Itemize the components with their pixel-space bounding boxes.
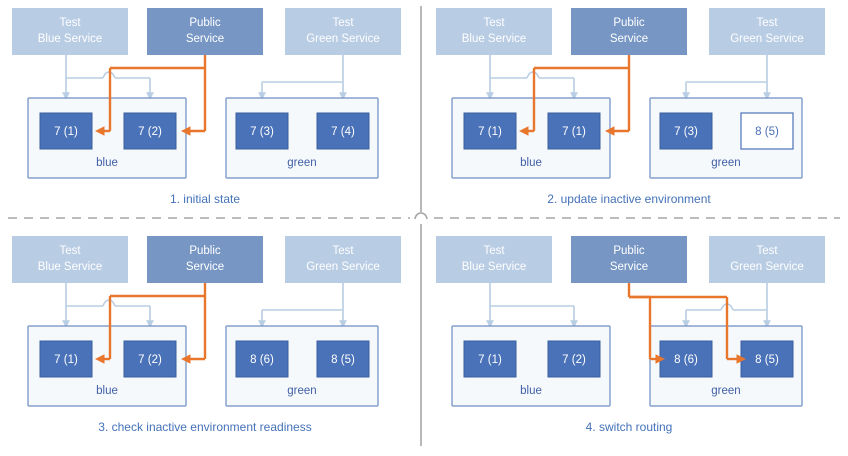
service-box-public bbox=[147, 236, 263, 283]
node-box bbox=[463, 340, 517, 378]
node-label: 8 (5) bbox=[755, 126, 779, 138]
node-box bbox=[39, 112, 93, 150]
service-label-line1: Test bbox=[483, 17, 505, 29]
panel-1: 7 (1) 7 (2) 7 (3) 7 (4) blue green Test … bbox=[12, 8, 401, 206]
node-box bbox=[316, 340, 370, 378]
node-label: 8 (6) bbox=[250, 354, 274, 366]
panel-caption: 4. switch routing bbox=[586, 420, 673, 434]
node-box bbox=[316, 112, 370, 150]
service-label-line1: Test bbox=[59, 17, 81, 29]
env-label-blue: blue bbox=[520, 157, 542, 169]
service-label-line2: Green Service bbox=[306, 261, 380, 273]
service-label-line1: Public bbox=[613, 245, 645, 257]
env-label-green: green bbox=[287, 157, 316, 169]
node-label: 7 (3) bbox=[250, 126, 274, 138]
service-box-public bbox=[571, 8, 687, 55]
service-label-line1: Test bbox=[332, 245, 354, 257]
service-label-line2: Blue Service bbox=[462, 261, 527, 273]
service-label-line2: Service bbox=[186, 261, 224, 273]
service-label-line2: Service bbox=[610, 33, 648, 45]
node-box bbox=[547, 112, 601, 150]
divider-hop-arc bbox=[414, 212, 428, 220]
service-label-line1: Public bbox=[189, 245, 221, 257]
service-label-line1: Test bbox=[756, 17, 778, 29]
service-label-line1: Test bbox=[756, 245, 778, 257]
node-label: 8 (6) bbox=[674, 354, 698, 366]
node-label: 7 (3) bbox=[674, 126, 698, 138]
panel-1-light-connectors bbox=[62, 54, 347, 101]
service-box-test-blue bbox=[436, 236, 552, 283]
service-box-public bbox=[147, 8, 263, 55]
panel-4-light-connectors bbox=[486, 282, 771, 329]
service-label-line2: Blue Service bbox=[462, 33, 527, 45]
service-label-line2: Green Service bbox=[730, 33, 804, 45]
service-label-line2: Blue Service bbox=[38, 261, 103, 273]
panel-2: 7 (1) 7 (1) 7 (3) 8 (5) blue green Test … bbox=[436, 8, 825, 206]
service-box-test-blue bbox=[12, 236, 128, 283]
service-label-line1: Public bbox=[189, 17, 221, 29]
panel-2-routing-orange bbox=[519, 55, 631, 136]
panel-caption: 1. initial state bbox=[170, 192, 240, 206]
node-label: 7 (1) bbox=[478, 126, 502, 138]
service-box-test-green bbox=[709, 236, 825, 283]
service-box-test-blue bbox=[12, 8, 128, 55]
panel-4-routing-orange bbox=[627, 283, 746, 364]
service-box-test-blue bbox=[436, 8, 552, 55]
node-box bbox=[547, 340, 601, 378]
env-label-green: green bbox=[711, 157, 740, 169]
env-label-green: green bbox=[287, 385, 316, 397]
node-box bbox=[235, 340, 289, 378]
service-label-line1: Public bbox=[613, 17, 645, 29]
node-label: 7 (2) bbox=[138, 126, 162, 138]
env-label-blue: blue bbox=[520, 385, 542, 397]
node-box bbox=[39, 340, 93, 378]
service-box-test-green bbox=[285, 8, 401, 55]
service-box-public bbox=[571, 236, 687, 283]
service-box-test-green bbox=[709, 8, 825, 55]
panel-caption: 3. check inactive environment readiness bbox=[98, 420, 311, 434]
node-box bbox=[123, 112, 177, 150]
service-label-line1: Test bbox=[59, 245, 81, 257]
service-label-line2: Service bbox=[186, 33, 224, 45]
panel-3-routing-orange bbox=[95, 283, 207, 364]
service-label-line2: Service bbox=[610, 261, 648, 273]
node-label: 7 (2) bbox=[138, 354, 162, 366]
service-label-line2: Blue Service bbox=[38, 33, 103, 45]
node-label: 7 (1) bbox=[562, 126, 586, 138]
panel-divider-vertical bbox=[414, 6, 428, 446]
node-label: 8 (5) bbox=[755, 354, 779, 366]
env-label-blue: blue bbox=[96, 385, 118, 397]
service-box-test-green bbox=[285, 236, 401, 283]
panel-3: 7 (1) 7 (2) 8 (6) 8 (5) blue green Test … bbox=[12, 236, 401, 434]
node-box bbox=[123, 340, 177, 378]
node-box-outline bbox=[740, 112, 794, 150]
node-label: 8 (5) bbox=[331, 354, 355, 366]
panel-caption: 2. update inactive environment bbox=[547, 192, 711, 206]
node-box bbox=[235, 112, 289, 150]
service-label-line2: Green Service bbox=[306, 33, 380, 45]
service-label-line1: Test bbox=[483, 245, 505, 257]
node-label: 7 (1) bbox=[54, 126, 78, 138]
node-label: 7 (2) bbox=[562, 354, 586, 366]
service-label-line1: Test bbox=[332, 17, 354, 29]
service-label-line2: Green Service bbox=[730, 261, 804, 273]
panel-1-routing-orange bbox=[95, 55, 207, 136]
node-label: 7 (1) bbox=[478, 354, 502, 366]
node-box bbox=[659, 112, 713, 150]
node-box bbox=[463, 112, 517, 150]
node-label: 7 (4) bbox=[331, 126, 355, 138]
env-label-green: green bbox=[711, 385, 740, 397]
node-box bbox=[659, 340, 713, 378]
env-label-blue: blue bbox=[96, 157, 118, 169]
panel-4: 7 (1) 7 (2) 8 (6) 8 (5) blue green Test … bbox=[436, 236, 825, 434]
node-label: 7 (1) bbox=[54, 354, 78, 366]
